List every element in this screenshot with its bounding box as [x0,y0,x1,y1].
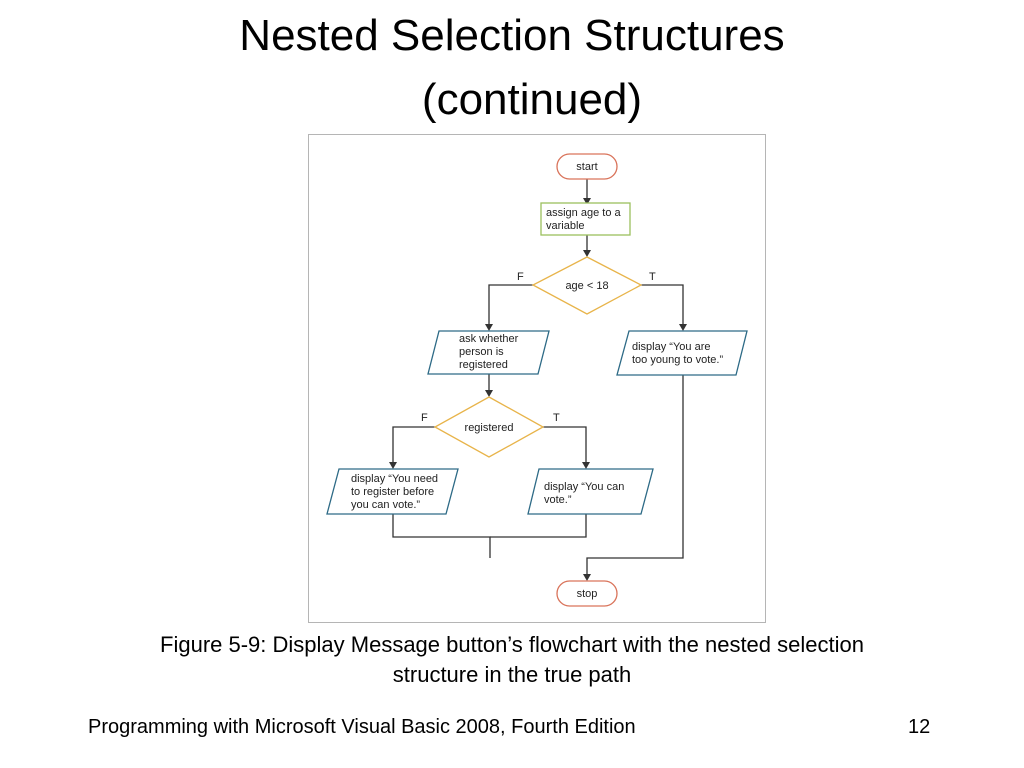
need-register-io: display “You need to register before you… [326,468,459,515]
registered-false-label: F [421,412,428,424]
assign-process-box: assign age to a variable [540,202,631,236]
flowchart-arrowheads [389,198,687,581]
ask-line-2: person is [459,346,504,358]
too-young-line-1: display “You are [632,341,710,353]
slide-title-line-2: (continued) [421,75,643,124]
figure-caption-line-2: structure in the true path [392,662,632,687]
need-register-line-3: you can vote.” [351,499,420,511]
registered-true-label: T [553,412,560,424]
assign-line-2: variable [546,220,585,232]
flowchart-figure: start assign age to a variable age < 18 … [308,134,766,623]
age-decision-diamond: age < 18 [531,256,643,315]
registered-decision-label: registered [465,422,514,434]
age-decision-label: age < 18 [565,280,608,292]
need-register-line-2: to register before [351,486,434,498]
can-vote-line-2: vote.” [544,494,572,506]
ask-registered-io: ask whether person is registered [427,330,550,375]
assign-line-1: assign age to a [546,207,621,219]
flowchart-connectors [392,179,684,579]
age-false-label: F [517,271,524,283]
ask-line-3: registered [459,359,508,371]
stop-terminal: stop [556,580,618,607]
footer-book-title: Programming with Microsoft Visual Basic … [88,716,636,738]
figure-caption-line-1: Figure 5-9: Display Message button’s flo… [160,632,864,657]
start-terminal: start [556,153,618,180]
start-label: start [576,161,597,173]
need-register-line-1: display “You need [351,473,438,485]
stop-label: stop [577,588,598,600]
too-young-line-2: too young to vote.” [632,354,723,366]
can-vote-io: display “You can vote.” [527,468,654,515]
slide-title-line-1: Nested Selection Structures [239,11,785,60]
slide-page-number: 12 [908,716,931,738]
too-young-io: display “You are too young to vote.” [616,330,748,376]
flowchart-svg: start assign age to a variable age < 18 … [326,153,748,607]
ask-line-1: ask whether [459,333,519,345]
registered-decision-diamond: registered [433,396,545,458]
can-vote-line-1: display “You can [544,481,624,493]
age-true-label: T [649,271,656,283]
